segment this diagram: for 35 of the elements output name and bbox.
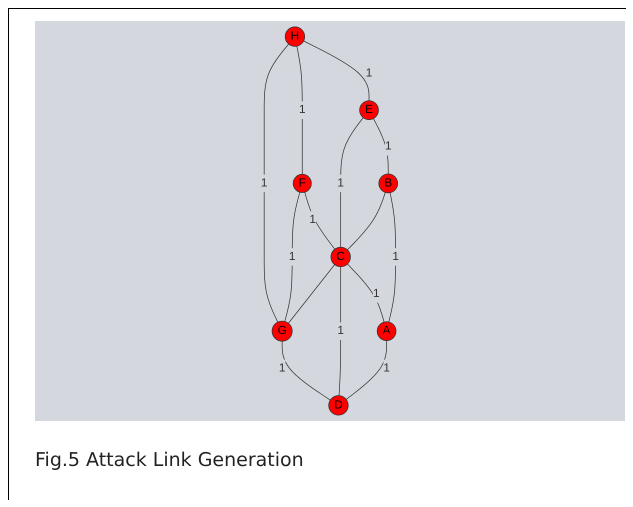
edge-label: 1 [289, 250, 296, 263]
edge-label: 1 [366, 66, 372, 80]
connector [296, 46, 303, 175]
connector [347, 264, 385, 322]
node-circle: F [292, 174, 312, 193]
edge-label: 1 [309, 213, 316, 226]
connector [338, 266, 342, 396]
connector [373, 118, 389, 174]
connector [303, 40, 370, 102]
edge-label: 1 [338, 324, 344, 338]
node-circle: G [272, 320, 293, 342]
node-circle: H [284, 26, 306, 47]
connector [340, 117, 364, 248]
edge-label: 1 [385, 140, 392, 153]
connector [288, 264, 336, 324]
edge-label: 1 [278, 362, 286, 374]
edge-label: 1 [338, 176, 344, 190]
edge-label: 1 [392, 250, 399, 263]
node-circle: A [376, 321, 397, 341]
connector [304, 192, 336, 250]
node-circle: D [328, 395, 349, 416]
edge-label: 1 [383, 362, 390, 374]
edge-label: 1 [373, 287, 380, 300]
node-circle: B [378, 174, 398, 194]
edge-label: 1 [299, 104, 306, 116]
connector [284, 192, 300, 322]
connector [282, 340, 331, 400]
connector [347, 192, 386, 250]
connector [388, 192, 396, 322]
caption: Fig.5 Attack Link Generation [35, 449, 304, 471]
connector [264, 44, 290, 322]
edge-label: 1 [261, 176, 268, 190]
node-circle: C [330, 246, 351, 268]
node-circle: E [359, 100, 379, 120]
connector [346, 340, 388, 400]
